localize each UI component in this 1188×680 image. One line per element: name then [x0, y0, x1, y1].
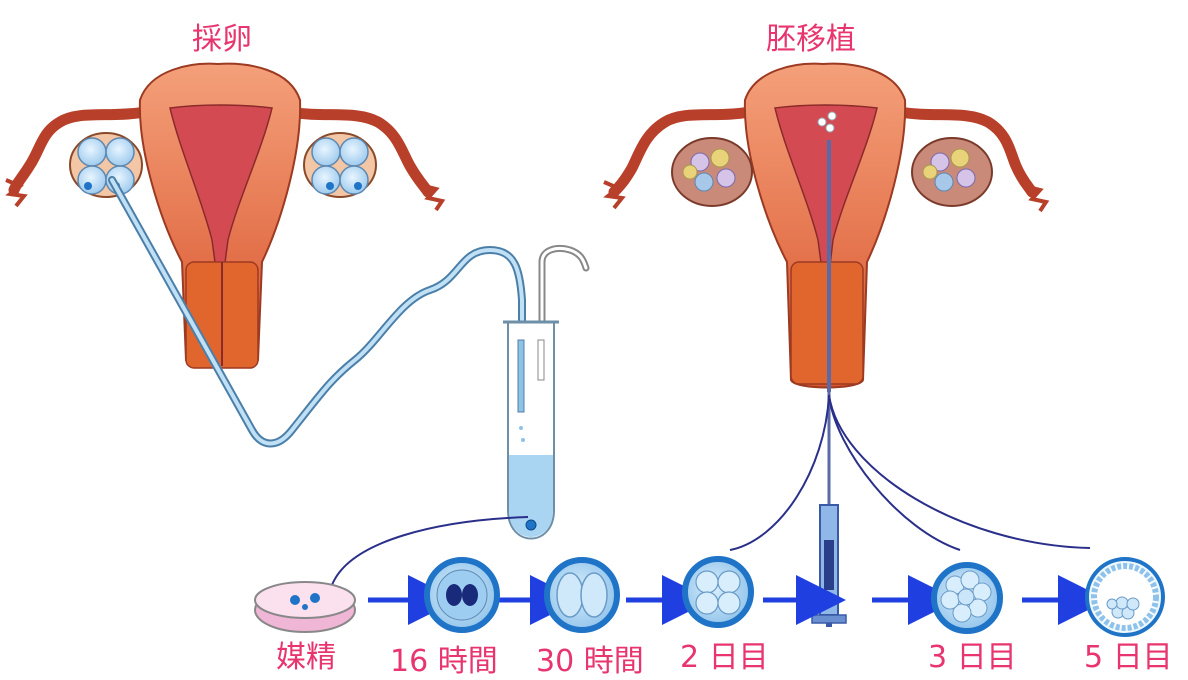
uterus-right — [604, 64, 1046, 388]
uterus-left — [6, 64, 442, 368]
label-day-3: 3 日目 — [928, 632, 1017, 676]
label-insemination: 媒精 — [276, 632, 336, 676]
collection-test-tube — [503, 322, 559, 539]
ovary-right-left — [672, 138, 752, 206]
embryo-day3 — [934, 565, 1000, 631]
label-day-5: 5 日目 — [1084, 632, 1173, 676]
label-30-hours: 30 時間 — [536, 636, 644, 680]
catheter-line-d5 — [829, 395, 1090, 548]
transferred-embryo — [826, 124, 834, 132]
embryo-day2 — [685, 559, 751, 625]
ovary-left-left — [70, 133, 142, 197]
embryo-30h — [547, 560, 617, 630]
ovary-right-right — [912, 138, 992, 206]
embryo-16h — [427, 560, 497, 630]
ovary-left-right — [304, 133, 376, 197]
label-16-hours: 16 時間 — [390, 636, 498, 680]
transferred-embryo — [828, 112, 836, 120]
transferred-embryo — [818, 118, 826, 126]
catheter-line-d2 — [730, 395, 829, 550]
petri-dish — [255, 582, 355, 632]
embryo-day5-blastocyst — [1087, 559, 1163, 635]
syringe — [812, 505, 846, 627]
catheter-line-d3 — [829, 395, 960, 550]
label-day-2: 2 日目 — [680, 632, 769, 676]
